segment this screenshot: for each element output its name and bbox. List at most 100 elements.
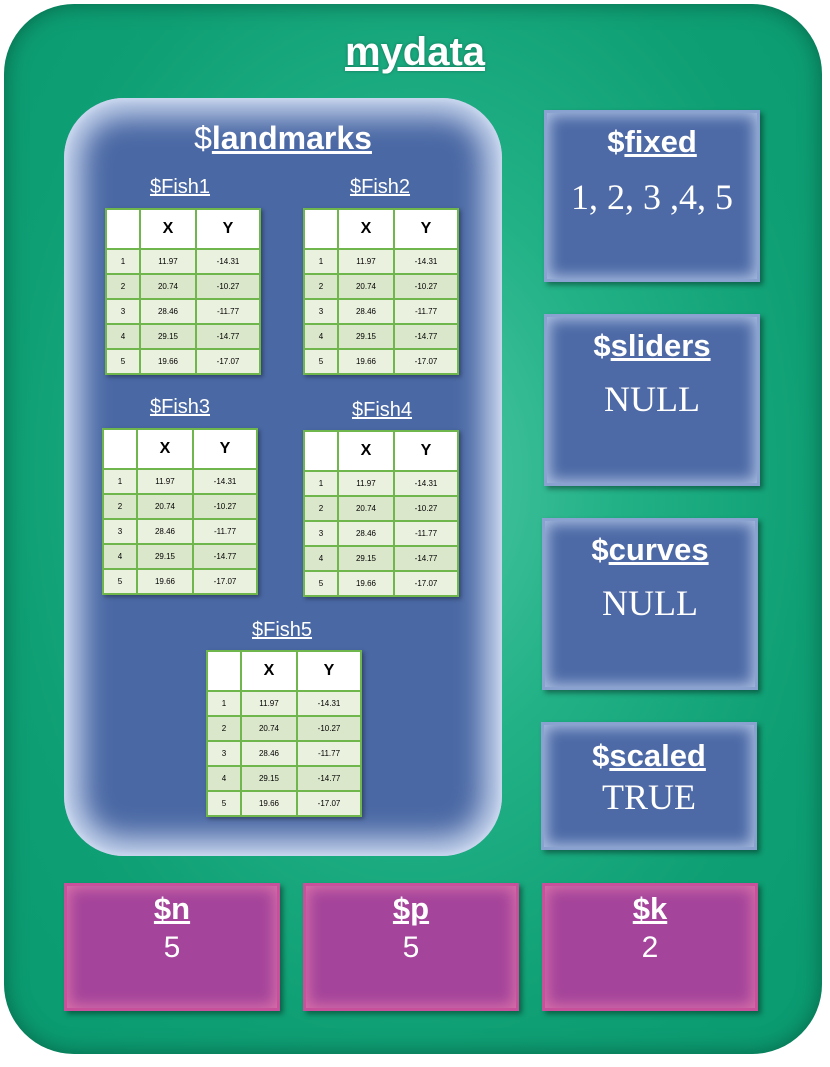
column-header: Y — [393, 430, 459, 472]
table-cell: 5 — [102, 568, 138, 595]
table-cell: 2 — [303, 273, 339, 300]
sliders-box: $sliders NULL — [544, 314, 760, 486]
table-cell: -17.07 — [195, 348, 261, 375]
sliders-value: NULL — [604, 379, 700, 419]
table-cell: 1 — [303, 248, 339, 275]
table-cell: 4 — [303, 323, 339, 350]
table-cell: 2 — [303, 495, 339, 522]
column-header — [303, 430, 339, 472]
table-cell: 2 — [102, 493, 138, 520]
table-cell: 19.66 — [337, 348, 395, 375]
table-cell: 20.74 — [136, 493, 194, 520]
table-cell: 20.74 — [139, 273, 197, 300]
table-cell: 3 — [303, 520, 339, 547]
table-cell: 19.66 — [240, 790, 298, 817]
table-cell: -17.07 — [393, 348, 459, 375]
landmarks-name: landmarks — [211, 120, 372, 156]
p-value: 5 — [402, 931, 420, 964]
curves-value: NULL — [602, 583, 698, 623]
table-cell: 28.46 — [136, 518, 194, 545]
table-cell: 28.46 — [337, 298, 395, 325]
table-cell: -11.77 — [296, 740, 362, 767]
curves-box: $curves NULL — [542, 518, 758, 690]
table-cell: 3 — [303, 298, 339, 325]
table-cell: 19.66 — [139, 348, 197, 375]
table-cell: -11.77 — [195, 298, 261, 325]
table-cell: 5 — [206, 790, 242, 817]
table-cell: 28.46 — [337, 520, 395, 547]
landmarks-dollar: $ — [194, 120, 212, 156]
table-cell: -10.27 — [393, 495, 459, 522]
n-title: $n — [153, 891, 191, 926]
table-cell: -10.27 — [393, 273, 459, 300]
table-cell: -17.07 — [192, 568, 258, 595]
fixed-title: $fixed — [607, 124, 697, 159]
table-cell: 5 — [303, 348, 339, 375]
table-cell: 5 — [303, 570, 339, 597]
table-cell: 20.74 — [337, 273, 395, 300]
table-cell: 28.46 — [139, 298, 197, 325]
k-box: $k 2 — [542, 883, 758, 1011]
table-cell: 11.97 — [337, 470, 395, 497]
table-cell: -14.31 — [195, 248, 261, 275]
table-cell: -17.07 — [296, 790, 362, 817]
table-cell: -17.07 — [393, 570, 459, 597]
table-cell: 4 — [105, 323, 141, 350]
landmarks-title: $landmarks — [64, 120, 502, 157]
curves-title: $curves — [591, 532, 709, 567]
p-title: $p — [392, 891, 430, 926]
table-cell: -14.77 — [195, 323, 261, 350]
n-value: 5 — [163, 931, 181, 964]
table-cell: -11.77 — [192, 518, 258, 545]
table-cell: 19.66 — [136, 568, 194, 595]
column-header: X — [139, 208, 197, 250]
table-cell: 11.97 — [337, 248, 395, 275]
table-cell: -14.31 — [393, 248, 459, 275]
fish2-label: $Fish2 — [349, 176, 411, 198]
sliders-title: $sliders — [593, 328, 711, 363]
table-cell: -10.27 — [192, 493, 258, 520]
table-cell: -14.31 — [192, 468, 258, 495]
table-cell: 3 — [206, 740, 242, 767]
table-cell: 3 — [102, 518, 138, 545]
column-header — [206, 650, 242, 692]
table-cell: 28.46 — [240, 740, 298, 767]
table-cell: 20.74 — [240, 715, 298, 742]
table-cell: -10.27 — [296, 715, 362, 742]
table-cell: 11.97 — [240, 690, 298, 717]
table-cell: 3 — [105, 298, 141, 325]
table-cell: 4 — [102, 543, 138, 570]
table-cell: 1 — [102, 468, 138, 495]
table-cell: 11.97 — [136, 468, 194, 495]
fish4-label: $Fish4 — [351, 399, 413, 421]
table-cell: -14.77 — [192, 543, 258, 570]
column-header: Y — [393, 208, 459, 250]
column-header: X — [337, 208, 395, 250]
table-cell: -11.77 — [393, 520, 459, 547]
p-box: $p 5 — [303, 883, 519, 1011]
table-cell: 11.97 — [139, 248, 197, 275]
column-header: X — [136, 428, 194, 470]
n-box: $n 5 — [64, 883, 280, 1011]
table-cell: -14.77 — [296, 765, 362, 792]
scaled-value: TRUE — [602, 777, 696, 817]
